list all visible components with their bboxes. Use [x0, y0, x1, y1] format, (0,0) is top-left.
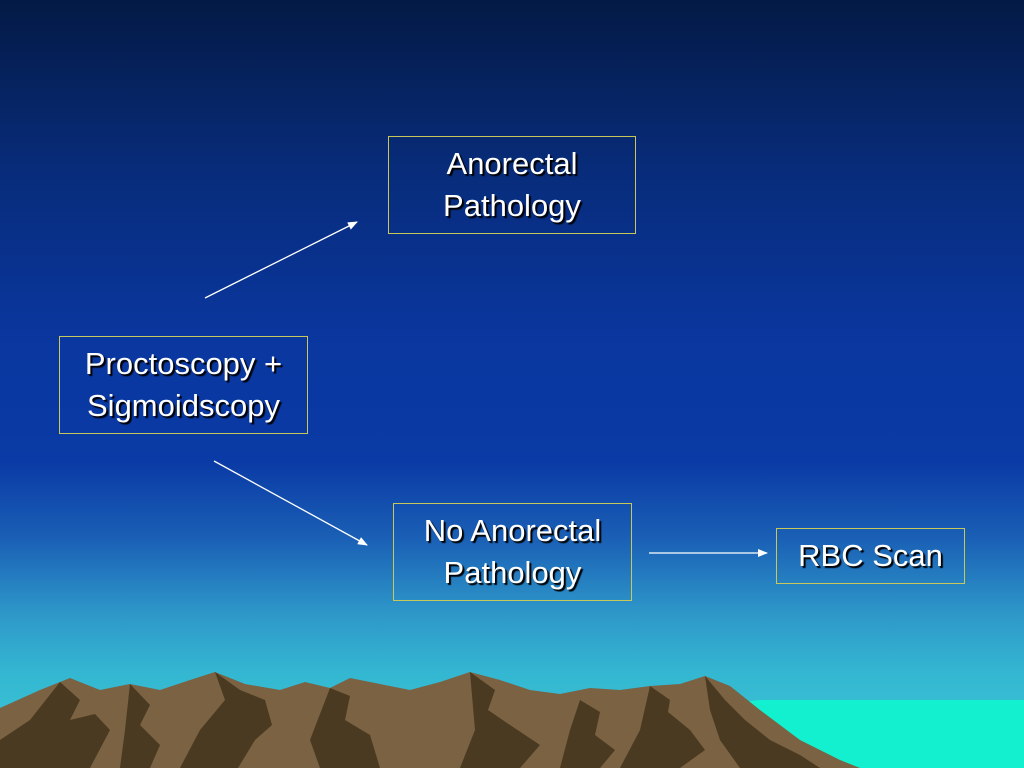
mountain-shadow — [0, 682, 110, 768]
mountain-shadow — [310, 688, 380, 768]
mountain-shadow — [120, 684, 160, 768]
mountain-shadow — [560, 700, 615, 768]
node-label-line: Pathology — [443, 188, 581, 223]
mountain-shadow — [460, 672, 540, 768]
node-label-line: Sigmoidscopy — [87, 388, 280, 423]
arrow-procto-to-no-anorectal — [213, 460, 368, 546]
node-rbc-scan: RBC Scan — [776, 528, 965, 584]
node-label-line: Proctoscopy + — [84, 346, 283, 381]
node-no-anorectal-pathology: No Anorectal Pathology — [393, 503, 632, 601]
mountain-shadow — [180, 672, 272, 768]
mountain-shadow — [620, 686, 705, 768]
node-label-line: Pathology — [443, 555, 582, 590]
node-label-line: No Anorectal — [423, 513, 602, 548]
node-label-line: RBC Scan — [798, 538, 943, 573]
arrow-procto-to-anorectal — [204, 221, 358, 299]
mountain-shadow — [705, 676, 820, 768]
node-label-line: Anorectal — [446, 146, 578, 181]
node-anorectal-pathology: Anorectal Pathology — [388, 136, 636, 234]
node-proctoscopy-sigmoidscopy: Proctoscopy + Sigmoidscopy — [59, 336, 308, 434]
